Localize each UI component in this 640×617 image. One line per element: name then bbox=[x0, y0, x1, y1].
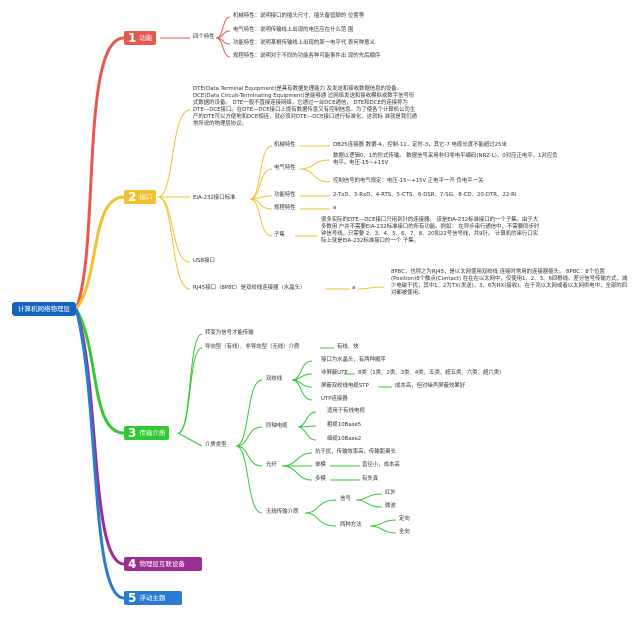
node-four-characteristics[interactable]: 四个特性 bbox=[193, 34, 215, 40]
branch-1-label: 功能 bbox=[139, 34, 153, 42]
branch-5-number: 5 bbox=[128, 591, 137, 605]
node-two-methods[interactable]: 两种方法 bbox=[340, 522, 362, 528]
node-twisted-pair[interactable]: 双绞线 bbox=[266, 376, 283, 382]
node-dte-dce-description[interactable]: DTE(Data Terminal Equipment)是具有数据处理能力 及发… bbox=[193, 86, 417, 127]
branch-3-label: 传输介质 bbox=[139, 429, 166, 437]
node-multi-mode[interactable]: 多模 bbox=[315, 476, 326, 482]
node-rj45-value[interactable]: 8P8C，也称之为RJ45，是以太网使用双绞线 连接时常用的连接器插头。 8P8… bbox=[391, 269, 628, 296]
node-eia-procedural[interactable]: 规程特性 bbox=[274, 205, 296, 211]
node-utp-value[interactable]: 8类（1类、2类、3类、4类、五类、超五类、六类、超六类） bbox=[358, 370, 505, 376]
branch-2-line bbox=[74, 195, 125, 310]
node-convert-signal[interactable]: 转变为信号才能传输 bbox=[205, 330, 254, 336]
branch-4-label: 物理层互联设备 bbox=[139, 560, 185, 568]
node-eia232[interactable]: EIA-232接口标准 bbox=[193, 195, 236, 201]
node-directional[interactable]: 定向 bbox=[399, 516, 410, 522]
node-utp-connector[interactable]: UTP连接器 bbox=[321, 396, 348, 402]
node-eia-electrical[interactable]: 电气特性 bbox=[274, 165, 296, 171]
node-stp-value[interactable]: 成本高，但对噪声屏蔽效果好 bbox=[395, 383, 466, 389]
node-media-types[interactable]: 介质类型 bbox=[205, 442, 227, 448]
node-multi-mode-value[interactable]: 有失真 bbox=[362, 476, 379, 482]
node-eia-subset-value[interactable]: 很多实际的DTE—DCE接口只用到针的连接器。 该是EIA-232标准接口的一个… bbox=[321, 217, 540, 244]
node-single-mode[interactable]: 单模 bbox=[315, 462, 326, 468]
node-omnidirectional[interactable]: 全向 bbox=[399, 529, 410, 535]
branch-1-line bbox=[74, 36, 125, 310]
node-microwave[interactable]: 微波 bbox=[385, 503, 396, 509]
node-functional[interactable]: 功能特性：说明某根传输线上出现的某一电平代 表何种意义 bbox=[233, 40, 375, 46]
node-eia-electrical-control[interactable]: 控制信号的电气规定：电压-15~+15V 正电平一开 负电平一关 bbox=[333, 178, 484, 184]
branch-3-number: 3 bbox=[128, 426, 137, 440]
node-electrical[interactable]: 电气特性：说明传输线上出现的电压应在什么范 围 bbox=[233, 27, 354, 33]
node-coax-tv[interactable]: 适用于有线电视 bbox=[327, 408, 365, 414]
node-infrared[interactable]: 红外 bbox=[385, 490, 396, 496]
node-rj45[interactable]: RJ45接口（8P8C）是双绞线连接器（水晶头） bbox=[193, 285, 306, 291]
node-usb[interactable]: USB接口 bbox=[193, 258, 215, 264]
node-fiber[interactable]: 光纤 bbox=[266, 462, 277, 468]
branch-1-number: 1 bbox=[128, 31, 137, 45]
node-guided-unguided[interactable]: 导向型（有线）、非导向型（无线）介质 bbox=[205, 344, 300, 350]
node-coax-thick[interactable]: 粗缆10Base5 bbox=[327, 422, 362, 428]
node-utp[interactable]: 非屏蔽UTP bbox=[321, 370, 348, 376]
node-procedural[interactable]: 规程特性：说明对于不同的功能各种可能事件出 现的先后顺序 bbox=[233, 53, 381, 59]
node-eia-electrical-data[interactable]: 数据以逻辑0，1的形式传输。 数据信号采用非归零电平编码(NRZ-L)，0对应正… bbox=[333, 153, 558, 166]
node-rj45-a[interactable]: a bbox=[352, 285, 356, 291]
node-eia-mechanical[interactable]: 机械特性 bbox=[274, 142, 296, 148]
node-eia-mechanical-value[interactable]: DB25连接器 数据-4，控制-11，定时-3，其它-7 电缆长度不能超过25米 bbox=[333, 142, 507, 148]
node-wireless[interactable]: 无线传输介质 bbox=[266, 509, 299, 515]
node-mechanical[interactable]: 机械特性：说明接口的插头尺寸、插头备管脚的 位置等 bbox=[233, 13, 365, 19]
root-topic[interactable]: 计算机网络物理层 bbox=[12, 302, 76, 316]
branch-5-label: 浮动主题 bbox=[139, 594, 166, 602]
node-coax[interactable]: 同轴电缆 bbox=[266, 423, 288, 429]
branch-2-label: 接口 bbox=[139, 193, 153, 201]
node-coax-thin[interactable]: 细缆10Base2 bbox=[327, 436, 362, 442]
branch-4-number: 4 bbox=[128, 557, 137, 571]
branch-2-number: 2 bbox=[128, 190, 137, 204]
node-signal[interactable]: 信号 bbox=[340, 496, 351, 502]
node-eia-procedural-value[interactable]: a bbox=[333, 205, 337, 211]
node-eia-functional[interactable]: 功能特性 bbox=[274, 192, 296, 198]
node-fiber-feature[interactable]: 抗干扰，传输效率高，传输距离长 bbox=[315, 449, 396, 455]
node-eia-functional-value[interactable]: 2-TxD、3-RxD、4-RTS、5-CTS、6-DSR、7-SG、8-CD、… bbox=[333, 192, 517, 198]
node-single-mode-value[interactable]: 直径小，成本高 bbox=[362, 462, 400, 468]
node-twisted-interface[interactable]: 接口为水晶头，有两种顺序 bbox=[321, 357, 386, 363]
node-stp[interactable]: 屏蔽双绞线电缆STP bbox=[321, 383, 369, 389]
branch-5-line bbox=[74, 308, 125, 600]
node-eia-subset[interactable]: 子集 bbox=[274, 232, 285, 238]
node-guided-value[interactable]: 有线、快 bbox=[337, 344, 359, 350]
branch-3-line bbox=[74, 308, 125, 435]
